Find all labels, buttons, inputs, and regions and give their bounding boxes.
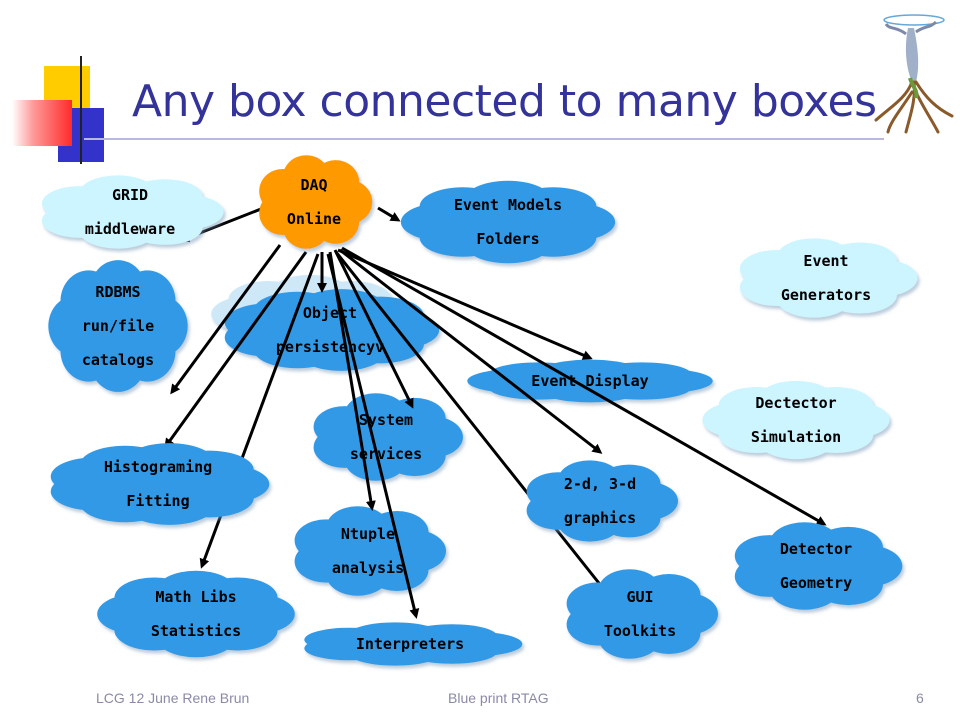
node-interpreters: Interpreters <box>304 622 523 666</box>
node-ntuple: Ntuple analysis <box>294 506 446 596</box>
node-gui: GUI Toolkits <box>566 569 718 659</box>
detector-simulation-cloud <box>702 380 890 460</box>
system-services-cloud <box>313 393 463 481</box>
tree-figure-icon <box>874 14 954 134</box>
deco-vertical-line <box>80 56 82 164</box>
object-persistency-label-line: persistencyv <box>276 338 384 356</box>
system-services-label-line: services <box>350 445 422 463</box>
event-generators-label-line: Event <box>803 252 848 270</box>
detector-simulation-label-line: Dectector <box>755 394 836 412</box>
grid-cloud <box>41 175 224 249</box>
footer-left: LCG 12 June Rene Brun <box>96 690 250 706</box>
event-display-label-line: Event Display <box>531 372 648 390</box>
graphics-cloud <box>526 460 678 542</box>
histograming-cloud <box>50 443 270 525</box>
detector-simulation-label-line: Simulation <box>751 428 841 446</box>
footer-center: Blue print RTAG <box>448 690 549 706</box>
edge-daq-to-interpreters <box>326 253 420 619</box>
ntuple-label-line: analysis <box>332 559 404 577</box>
edge-daq-to-system-services <box>333 249 414 409</box>
edge-daq-to-histograming <box>164 251 308 449</box>
edge-daq-to-detector-geometry <box>341 246 827 526</box>
ntuple-label-line: Ntuple <box>341 525 395 543</box>
gui-label-line: Toolkits <box>604 622 676 640</box>
graphics-label-line: 2-d, 3-d <box>564 475 636 493</box>
histograming-label-line: Fitting <box>126 492 189 510</box>
event-models-label-line: Folders <box>476 230 539 248</box>
rdbms-label-line: run/file <box>82 317 154 335</box>
node-system-services: System services <box>313 393 463 481</box>
grid-label-line: middleware <box>85 220 175 238</box>
interpreters-label-line: Interpreters <box>356 635 464 653</box>
node-rdbms: RDBMS run/file catalogs <box>48 260 188 392</box>
event-generators-cloud <box>739 238 918 318</box>
node-event-display: Event Display <box>467 359 713 403</box>
rdbms-label-line: catalogs <box>82 351 154 369</box>
histograming-label-line: Histograming <box>104 458 212 476</box>
gui-cloud <box>566 569 718 659</box>
deco-red-block <box>12 100 72 146</box>
node-grid: GRID middleware <box>41 175 224 249</box>
edge-daq-to-event-display <box>337 248 593 360</box>
daq-label-line: Online <box>287 210 341 228</box>
title-rule <box>84 138 884 140</box>
event-models-label-line: Event Models <box>454 196 562 214</box>
edge-daq-to-gui <box>334 251 608 595</box>
system-services-label-line: System <box>359 411 413 429</box>
graphics-label-line: graphics <box>564 509 636 527</box>
node-daq: DAQ Online <box>259 155 373 249</box>
math-libs-label-line: Math Libs <box>155 588 236 606</box>
math-libs-label-line: Statistics <box>151 622 241 640</box>
page-number: 6 <box>916 690 924 706</box>
interpreters-cloud <box>304 622 523 666</box>
event-display-cloud <box>467 359 713 403</box>
slide-title: Any box connected to many boxes <box>132 76 877 127</box>
edge-daq-to-graphics <box>339 248 603 454</box>
detector-geometry-label-line: Detector <box>780 540 852 558</box>
edge-daq-to-event-models <box>377 206 401 222</box>
gui-label-line: GUI <box>626 588 653 606</box>
node-graphics: 2-d, 3-d graphics <box>526 460 678 542</box>
detector-geometry-cloud <box>734 522 903 610</box>
math-libs-cloud <box>97 570 295 658</box>
object-persistency-label-line: Object <box>303 304 357 322</box>
event-generators-label-line: Generators <box>781 286 871 304</box>
detector-geometry-label-line: Geometry <box>780 574 852 592</box>
edge-daq-to-rdbms <box>170 244 282 395</box>
rdbms-label-line: RDBMS <box>95 283 140 301</box>
rdbms-cloud <box>48 260 188 392</box>
daq-label-line: DAQ <box>300 176 327 194</box>
event-models-cloud <box>400 180 616 264</box>
ntuple-cloud <box>294 506 446 596</box>
daq-cloud <box>259 155 373 249</box>
grid-label-line: GRID <box>112 186 148 204</box>
